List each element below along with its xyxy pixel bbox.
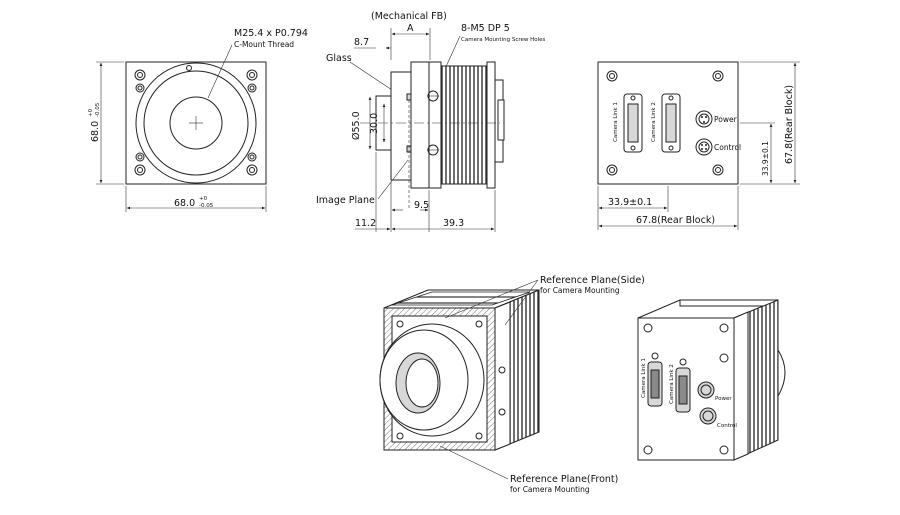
rear-dim-33-9-h: 33.9±0.1: [608, 197, 652, 208]
side-view: (Mechanical FB) A 8.7 8-M5 DP 5 Camera M…: [316, 11, 546, 232]
screw-spec: 8-M5 DP 5: [461, 23, 510, 34]
rear-dim-67-8-v: 67.8(Rear Block): [784, 85, 795, 164]
glass-label: Glass: [326, 53, 352, 64]
rear-power-label: Power: [714, 115, 738, 124]
dim-a: A: [407, 23, 414, 34]
dim-9-5: 9.5: [414, 200, 429, 211]
dia-30: 30.0: [369, 113, 380, 134]
mech-fb-label: (Mechanical FB): [371, 11, 447, 22]
front-mount-ring-inner: [143, 70, 249, 176]
control-connector: [695, 138, 713, 156]
iso-power-label: Power: [715, 396, 732, 402]
iso-front-view: Reference Plane(Side) for Camera Mountin…: [379, 275, 645, 494]
image-plane-label: Image Plane: [316, 195, 375, 206]
rear-dim-33-9-v: 33.9±0.1: [761, 141, 770, 176]
dim-39-3: 39.3: [443, 218, 464, 229]
front-height-dim: 68.0: [90, 121, 101, 142]
front-lens-opening: [169, 96, 223, 150]
side-body: [428, 61, 442, 189]
side-heatsink: [440, 65, 488, 185]
rear-view: Camera Link 1 Camera Link 2 Power Contro…: [597, 61, 800, 230]
dim-8-7: 8.7: [354, 37, 369, 48]
dim-11-2: 11.2: [355, 218, 376, 229]
rear-dim-67-8-h: 67.8(Rear Block): [636, 215, 715, 226]
screw-desc: Camera Mounting Screw Holes: [461, 37, 546, 43]
front-height-tol-upper: +0: [88, 108, 94, 117]
front-view: M25.4 x P0.794 C-Mount Thread 68.0 +0 -0…: [88, 28, 308, 212]
front-width-tol-upper: +0: [199, 196, 208, 202]
iso-cl1-label: Camera Link 1: [641, 358, 647, 398]
front-height-tol-lower: -0.05: [95, 102, 101, 117]
rear-control-label: Control: [714, 143, 741, 152]
front-width-tol-lower: -0.05: [199, 203, 214, 209]
rear-cl1-label: Camera Link 1: [613, 102, 619, 142]
dia-55: Ø55.0: [351, 111, 362, 140]
iso-control-label: Control: [717, 423, 737, 429]
iso-rear-view: Camera Link 1 Camera Link 2 Power Contro…: [637, 299, 786, 461]
camera-link-2-connector: [661, 93, 681, 153]
power-connector: [695, 110, 713, 128]
thread-spec: M25.4 x P0.794: [234, 28, 308, 39]
camera-link-1-connector: [623, 93, 643, 153]
front-width-dim: 68.0: [174, 198, 195, 209]
iso-ref-front-sub: for Camera Mounting: [510, 485, 590, 494]
rear-screw-holes: [606, 70, 724, 176]
rear-cl2-label: Camera Link 2: [651, 102, 657, 142]
front-mount-ring-outer: [135, 62, 257, 184]
iso-ref-side-sub: for Camera Mounting: [540, 286, 620, 295]
thread-type: C-Mount Thread: [234, 40, 294, 49]
iso-ref-front-label: Reference Plane(Front): [510, 474, 618, 485]
front-screw-holes: [134, 65, 258, 176]
iso-ref-side-label: Reference Plane(Side): [540, 275, 645, 286]
iso-cl2-label: Camera Link 2: [669, 364, 675, 404]
